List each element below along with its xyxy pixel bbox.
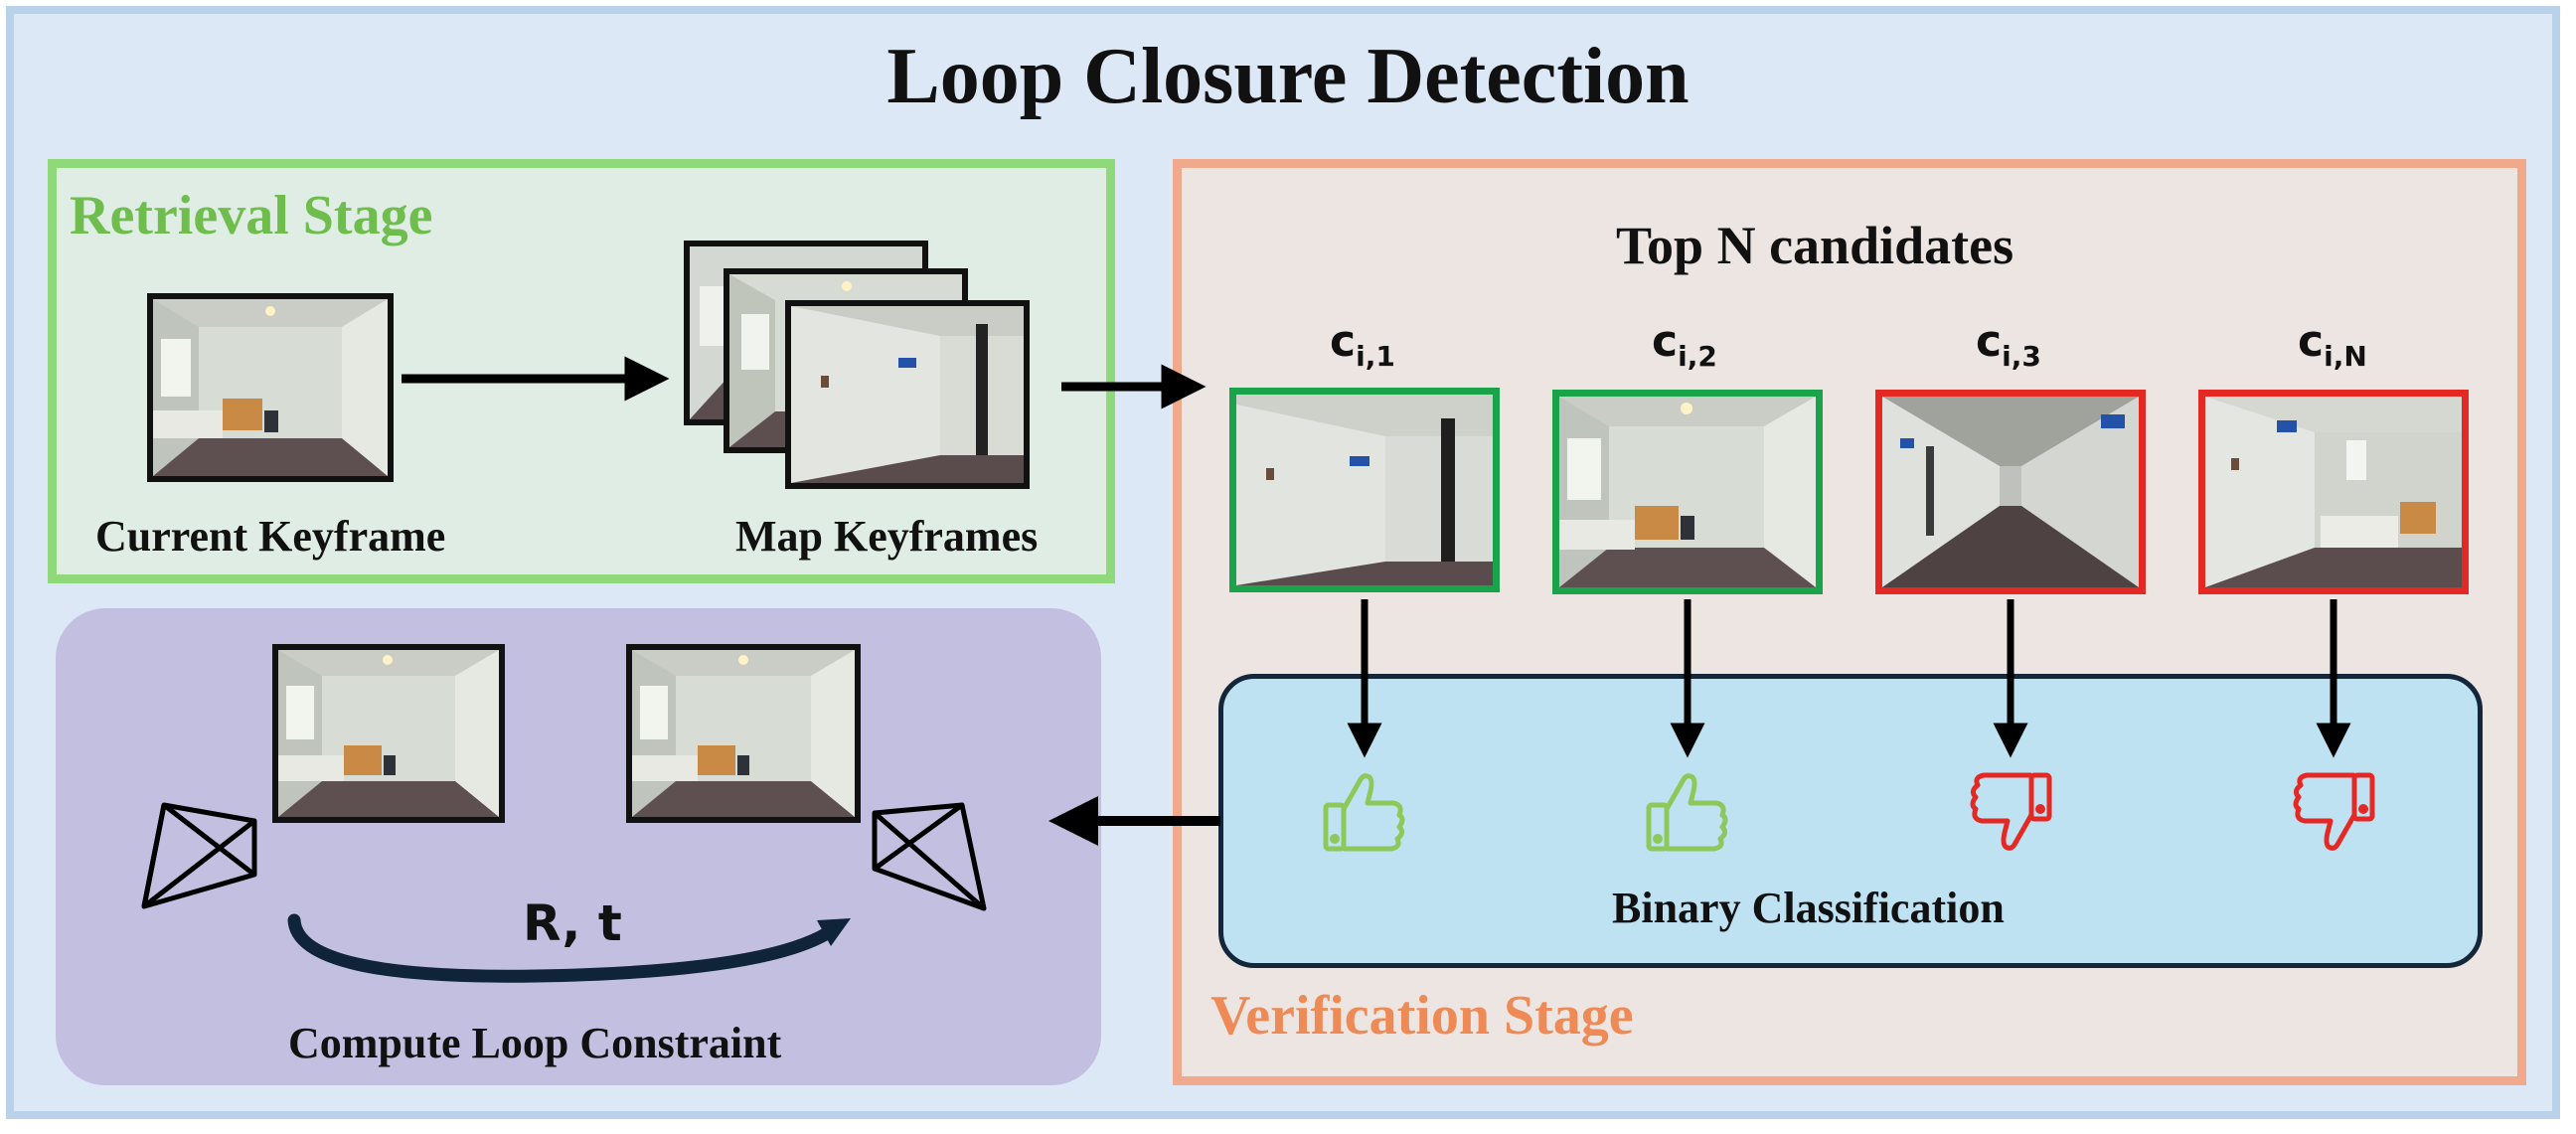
map-keyframes-caption: Map Keyframes [735, 512, 1039, 561]
candidate-label-1: ci,1 [1330, 316, 1395, 373]
corridor-scene [1236, 395, 1493, 585]
room-scene [278, 650, 499, 817]
current-keyframe-caption: Current Keyframe [95, 512, 446, 561]
transform-label: R, t [523, 894, 622, 952]
binary-classification-label: Binary Classification [1612, 884, 2005, 932]
hallway-scene [1882, 397, 2139, 587]
current-keyframe-image [147, 293, 394, 482]
verification-stage-label: Verification Stage [1210, 985, 1634, 1047]
map-keyframe-3 [785, 300, 1030, 489]
room-scene [632, 650, 855, 817]
room-scene [153, 299, 388, 476]
candidate-image-1 [1229, 388, 1500, 592]
candidate-image-n [2198, 390, 2469, 594]
compute-constraint-caption: Compute Loop Constraint [288, 1019, 782, 1067]
binary-classification-box [1218, 674, 2483, 968]
candidate-label-3: ci,3 [1976, 316, 2041, 373]
candidate-image-2 [1552, 390, 1823, 594]
candidate-image-3 [1875, 390, 2146, 594]
constraint-image-right [626, 644, 861, 823]
corridor-scene [791, 306, 1024, 483]
retrieval-stage-label: Retrieval Stage [70, 185, 433, 246]
candidate-label-n: ci,N [2298, 316, 2367, 373]
diagram-title: Loop Closure Detection [886, 33, 1690, 120]
top-n-candidates-label: Top N candidates [1616, 216, 2014, 275]
constraint-image-left [272, 644, 505, 823]
room-side-scene [2205, 397, 2462, 587]
room-scene [1559, 397, 1816, 587]
compute-constraint-panel [56, 608, 1101, 1085]
candidate-label-2: ci,2 [1652, 316, 1717, 373]
